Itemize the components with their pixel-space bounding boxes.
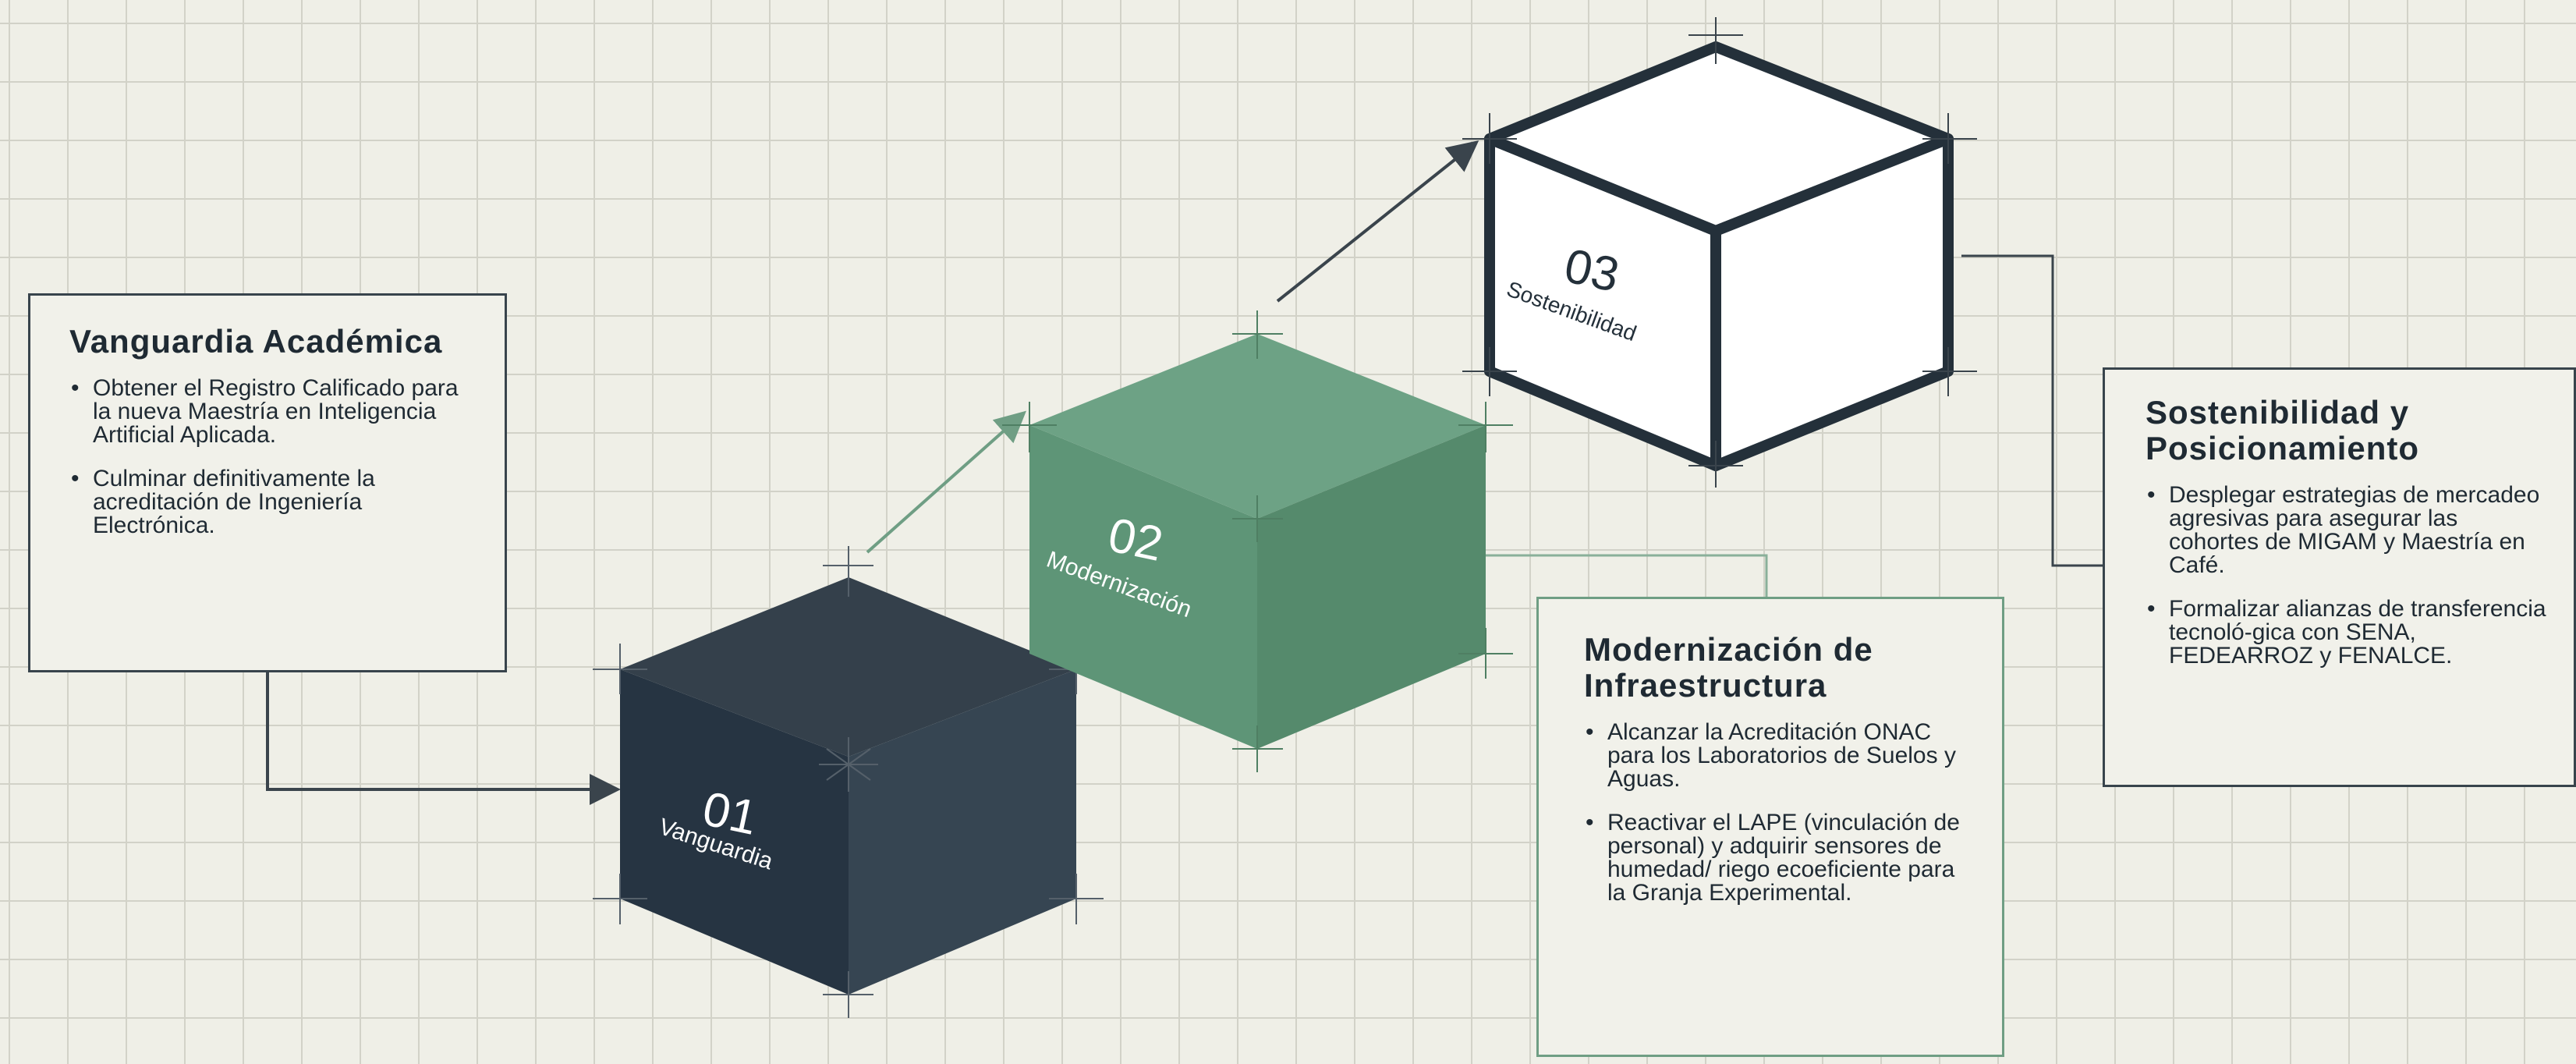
cube-01-side-face [849,669,1076,995]
cube-03-number: 03 [1560,239,1624,303]
panel-title: Sostenibilidad y Posicionamiento [2145,394,2420,466]
connector-cube2-to-panel2 [1482,554,1768,597]
cube-02-number: 02 [1104,508,1168,572]
cube-03-sostenibilidad: 03 Sostenibilidad [1462,17,1977,488]
panel-bullet-list: Alcanzar la Acreditación ONAC para los L… [1584,721,1979,905]
cube-01-number: 01 [698,782,762,846]
panel-bullet: Formalizar alianzas de transferencia tec… [2145,598,2550,668]
panel-modernizacion-infraestructura: Modernización de Infraestructura Alcanza… [1536,597,2004,1057]
panel-vanguardia-academica: Vanguardia Académica Obtener el Registro… [28,293,507,672]
panel-bullet-list: Desplegar estrategias de mercadeo agresi… [2145,484,2550,668]
panel-bullet-list: Obtener el Registro Calificado para la n… [69,377,480,537]
arrow-cube1-to-cube2 [866,410,1026,554]
cube-01-front-face [620,669,849,995]
panel-bullet: Obtener el Registro Calificado para la n… [69,377,480,447]
panel-title: Modernización de Infraestructura [1584,631,1873,704]
cube-01-vanguardia: 01 Vanguardia [593,546,1104,1018]
panel-bullet: Desplegar estrategias de mercadeo agresi… [2145,484,2550,577]
panel-bullet: Culminar definitivamente la acreditación… [69,467,480,537]
panel-bullet: Reactivar el LAPE (vinculación de person… [1584,811,1979,905]
cube-02-top-face [1029,334,1486,519]
cube-02-side-face [1257,425,1486,749]
arrow-cube2-to-cube3 [1276,140,1479,303]
cube-01-top-face [620,577,1076,757]
connector-panel1-to-cube1 [266,672,621,805]
connector-cube3-to-panel3 [1961,254,2103,567]
panel-bullet: Alcanzar la Acreditación ONAC para los L… [1584,721,1979,791]
panel-sostenibilidad-posicionamiento: Sostenibilidad y Posicionamiento Despleg… [2103,367,2576,787]
cube-02-front-face [1029,425,1257,749]
panel-title: Vanguardia Académica [69,323,443,360]
cube-02-modernizacion: 02 Modernización [1002,310,1513,772]
